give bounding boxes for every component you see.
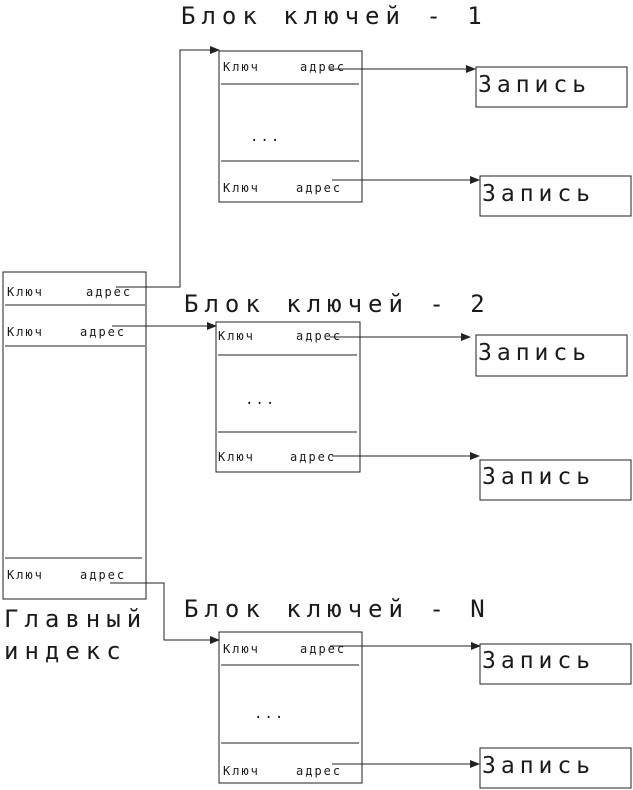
key-block-2: Блок ключей - 2 Ключ адрес ... Ключ адре…: [184, 290, 632, 501]
main-index-addr: адрес: [80, 568, 126, 582]
block-key: Ключ: [223, 764, 260, 778]
main-index-key: Ключ: [7, 285, 44, 299]
block-box: [218, 50, 363, 203]
main-index-key: Ключ: [7, 568, 44, 582]
block-title: Блок ключей - 1: [181, 2, 488, 30]
block-key: Ключ: [223, 642, 260, 656]
block-addr: адрес: [290, 450, 336, 464]
record-box: [475, 66, 628, 108]
block-key: Ключ: [218, 329, 255, 343]
block-ellipsis: ...: [250, 129, 281, 145]
block-box: [218, 631, 363, 784]
block-box: [215, 321, 361, 473]
record-box: [475, 334, 628, 377]
record-label: Запись: [478, 72, 591, 98]
block-addr: адрес: [300, 642, 346, 656]
main-index-addr: адрес: [86, 285, 132, 299]
arrow-to-block-n: [110, 582, 220, 644]
block-key: Ключ: [223, 181, 260, 195]
record-box: [479, 643, 632, 685]
block-ellipsis: ...: [245, 392, 276, 408]
block-addr: адрес: [300, 60, 346, 74]
block-key: Ключ: [218, 450, 255, 464]
record-label: Запись: [482, 648, 595, 674]
record-label: Запись: [482, 181, 595, 207]
main-index-addr: адрес: [80, 325, 126, 339]
block-title: Блок ключей - 2: [184, 290, 491, 318]
record-box: [479, 175, 632, 217]
record-label: Запись: [478, 340, 591, 366]
record-box: [479, 459, 632, 501]
main-index-caption: Главный: [4, 605, 147, 633]
block-addr: адрес: [296, 764, 342, 778]
main-index-key: Ключ: [7, 325, 44, 339]
key-block-n: Блок ключей - N Ключ адрес ... Ключ адре…: [184, 595, 632, 789]
record-box: [479, 747, 632, 789]
block-ellipsis: ...: [254, 706, 285, 722]
main-index-box: [2, 271, 147, 600]
main-index: Ключ адрес Ключ адрес Ключ адрес Главный…: [2, 271, 147, 665]
arrow-to-block-1: [116, 46, 220, 288]
record-label: Запись: [482, 464, 595, 490]
block-addr: адрес: [296, 329, 342, 343]
block-title: Блок ключей - N: [184, 595, 491, 623]
record-label: Запись: [482, 753, 595, 779]
block-addr: адрес: [296, 181, 342, 195]
key-block-1: Блок ключей - 1 Ключ адрес ... Ключ адре…: [181, 2, 632, 217]
block-key: Ключ: [223, 60, 260, 74]
main-index-caption: индекс: [4, 637, 127, 665]
